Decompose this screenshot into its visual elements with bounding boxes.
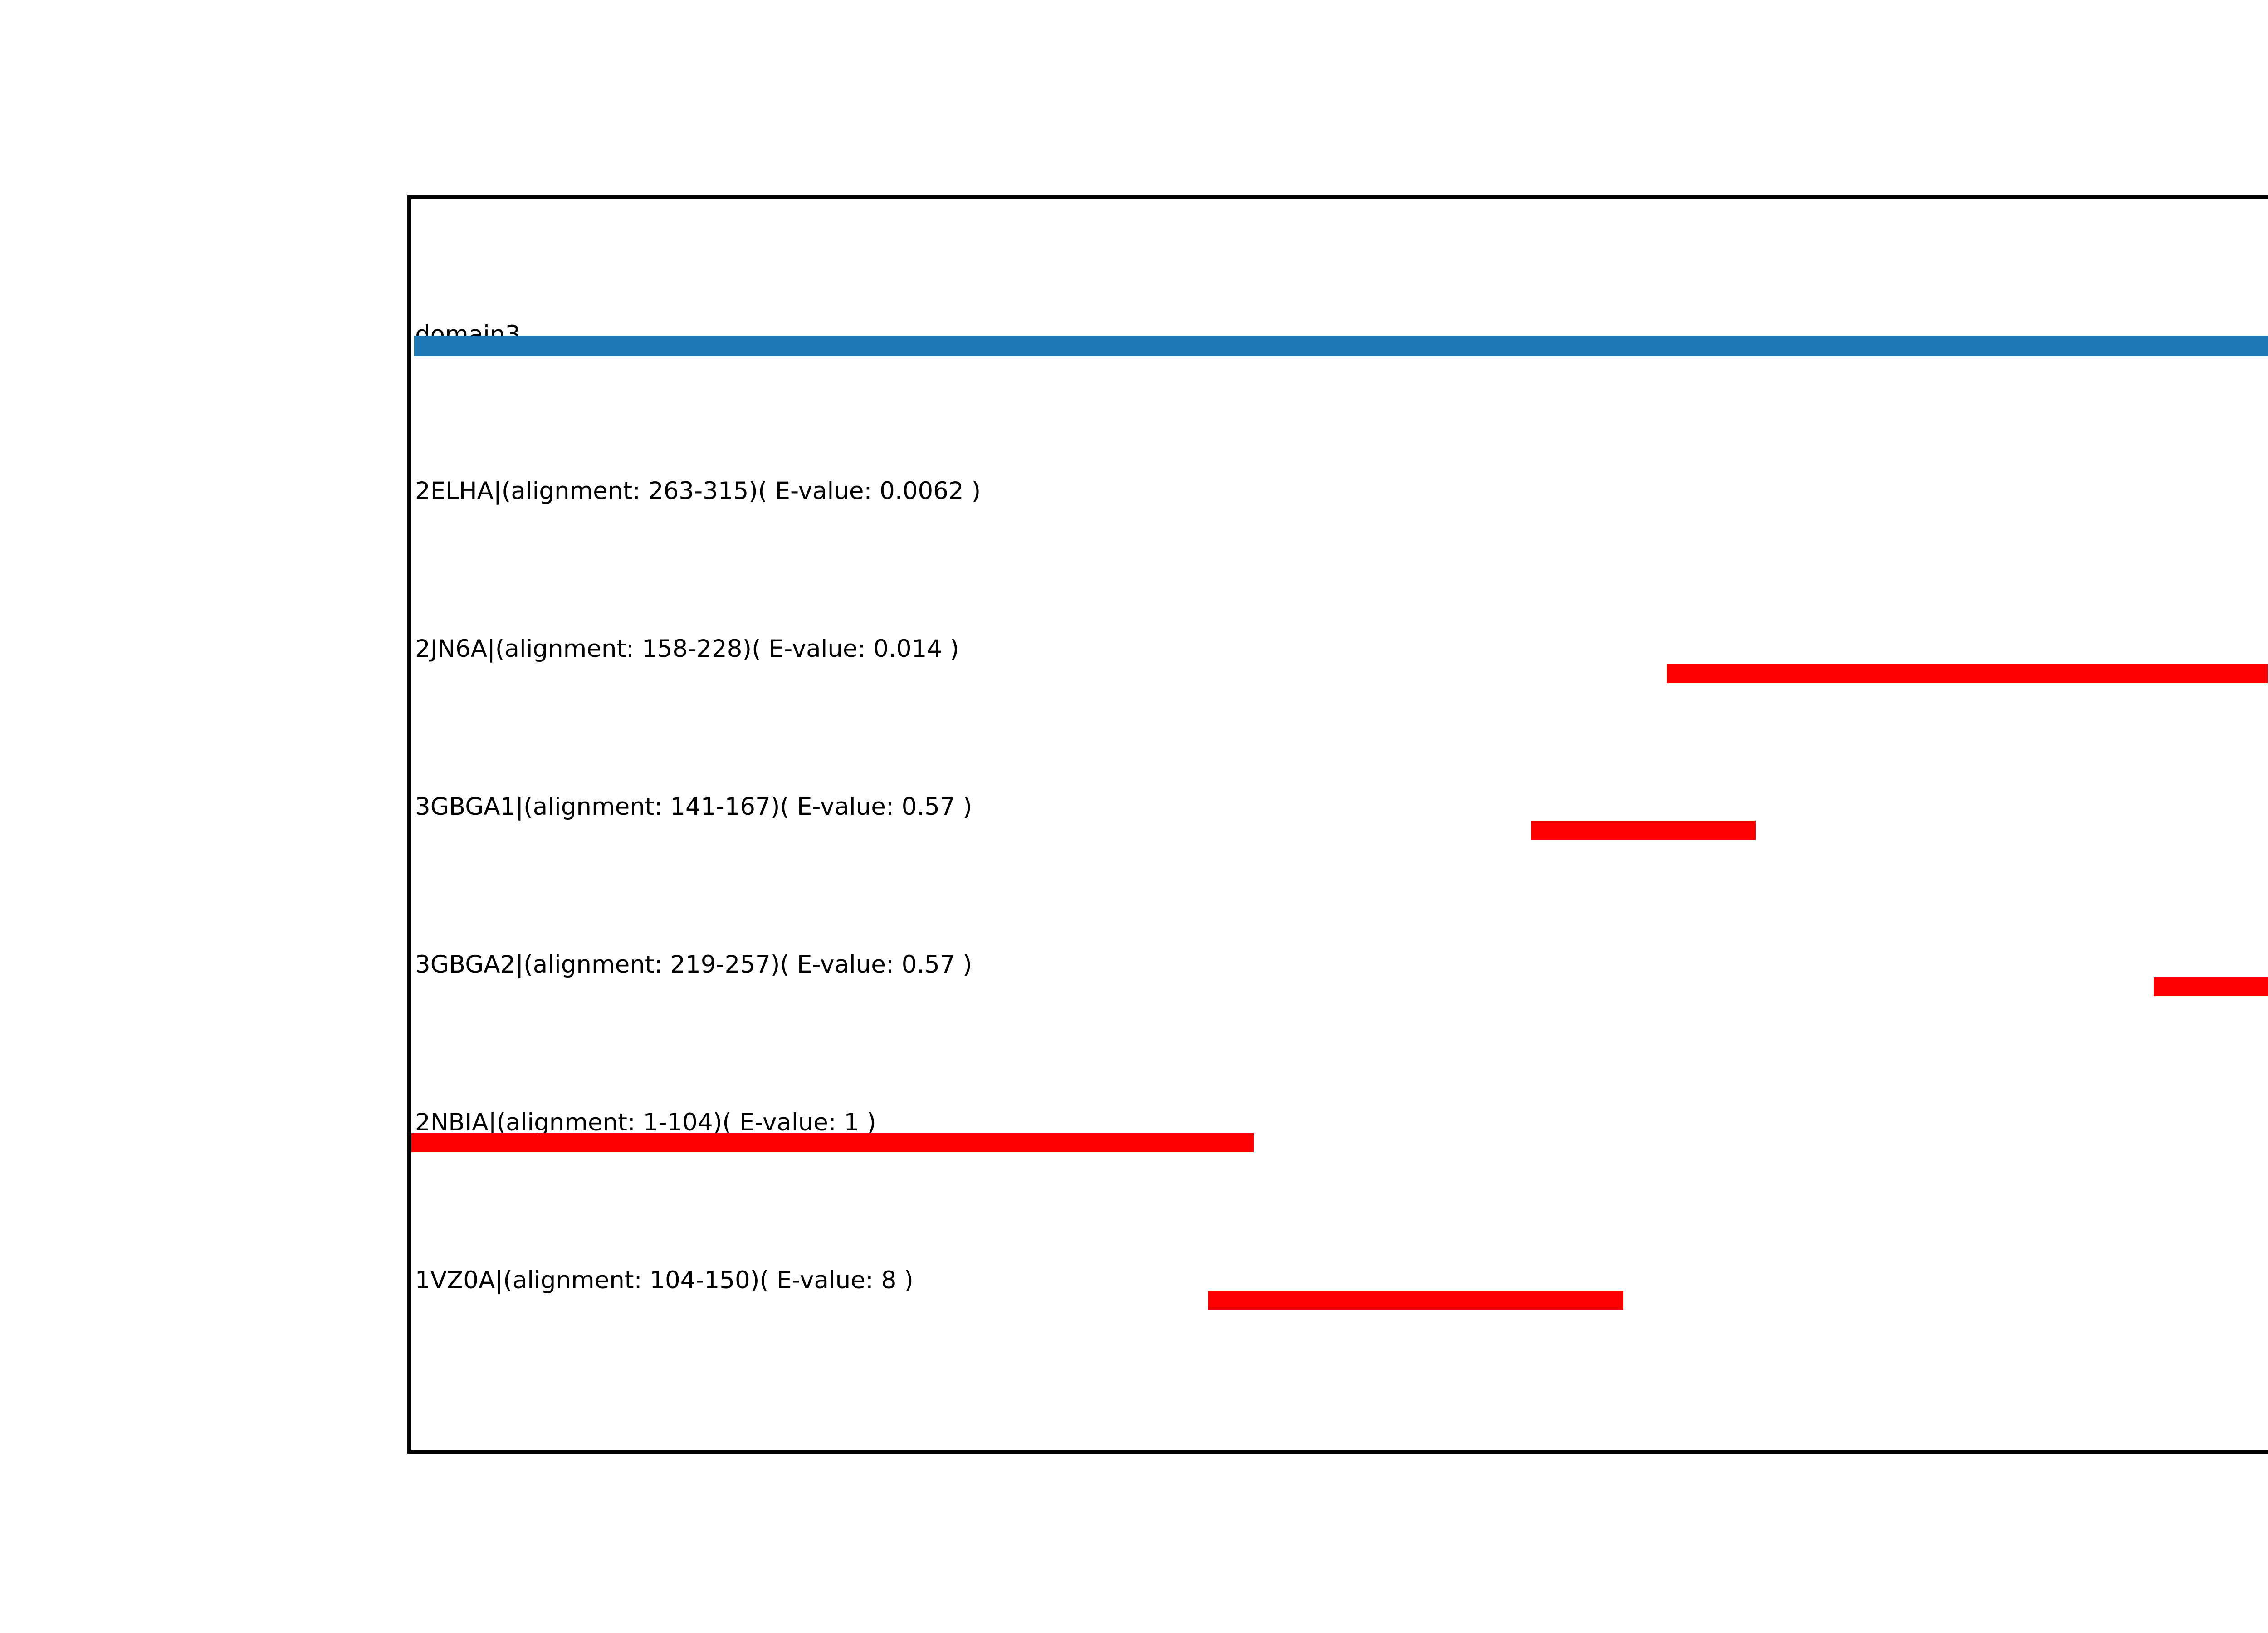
row-label-3gbga2: 3GBGA2|(alignment: 219-257)( E-value: 0.… [415,951,973,978]
row-label-3gbga1: 3GBGA1|(alignment: 141-167)( E-value: 0.… [415,793,973,821]
alignment-bar-3gbga1[interactable] [1531,821,1756,840]
row-label-2nbia: 2NBIA|(alignment: 1-104)( E-value: 1 ) [415,1109,876,1136]
alignment-bar-2jn6a[interactable] [1667,664,2268,683]
alignment-bar-1vz0a[interactable] [1208,1291,1623,1310]
alignment-bar-3gbga2[interactable] [2154,977,2268,996]
row-label-2elha: 2ELHA|(alignment: 263-315)( E-value: 0.0… [415,477,981,505]
alignment-bar-2nbia[interactable] [411,1133,1254,1152]
row-label-1vz0a: 1VZ0A|(alignment: 104-150)( E-value: 8 ) [415,1266,914,1294]
domain-bar-domain3[interactable] [414,336,2268,356]
row-label-2jn6a: 2JN6A|(alignment: 158-228)( E-value: 0.0… [415,635,959,663]
